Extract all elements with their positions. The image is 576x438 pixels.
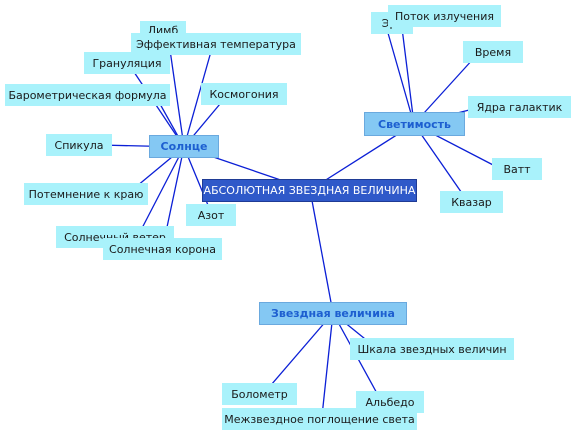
- leaf-granulation[interactable]: Грануляция: [84, 52, 170, 74]
- leaf-albedo[interactable]: Альбедо: [356, 391, 424, 413]
- hub-luminosity[interactable]: Светимость: [364, 112, 465, 136]
- leaf-limb-darkening[interactable]: Потемнение к краю: [24, 183, 148, 205]
- connector-line: [183, 47, 213, 148]
- leaf-galactic-nuclei[interactable]: Ядра галактик: [468, 96, 571, 118]
- connector-line: [264, 312, 334, 393]
- leaf-quasar[interactable]: Квазар: [440, 191, 503, 213]
- leaf-solar-corona[interactable]: Солнечная корона: [103, 238, 222, 260]
- connector-line: [139, 146, 185, 233]
- leaf-bolometer[interactable]: Болометр: [222, 383, 297, 405]
- leaf-barometric-formula[interactable]: Барометрическая формула: [5, 84, 170, 106]
- hub-stellar-magnitude[interactable]: Звездная величина: [259, 302, 407, 325]
- connector-line: [400, 19, 415, 125]
- connector-line: [129, 65, 185, 148]
- leaf-effective-temperature[interactable]: Эффективная температура: [131, 33, 301, 55]
- hub-sun[interactable]: Солнце: [149, 135, 219, 158]
- leaf-spicule[interactable]: Спикула: [46, 134, 112, 156]
- leaf-watt[interactable]: Ватт: [492, 158, 542, 180]
- leaf-radiant-flux[interactable]: Поток излучения: [388, 5, 501, 27]
- connector-line: [321, 312, 334, 417]
- leaf-interstellar-absorption[interactable]: Межзвездное поглощение света: [222, 408, 417, 430]
- leaf-cosmogony[interactable]: Космогония: [201, 83, 287, 105]
- connector-line: [413, 123, 467, 200]
- connector-line: [309, 189, 334, 314]
- connector-line: [385, 25, 415, 125]
- root-node[interactable]: АБСОЛЮТНАЯ ЗВЕЗДНАЯ ВЕЛИЧИНА: [202, 179, 417, 202]
- leaf-time[interactable]: Время: [463, 41, 523, 63]
- leaf-nitrogen[interactable]: Азот: [186, 204, 236, 226]
- leaf-magnitude-scale[interactable]: Шкала звездных величин: [350, 338, 514, 360]
